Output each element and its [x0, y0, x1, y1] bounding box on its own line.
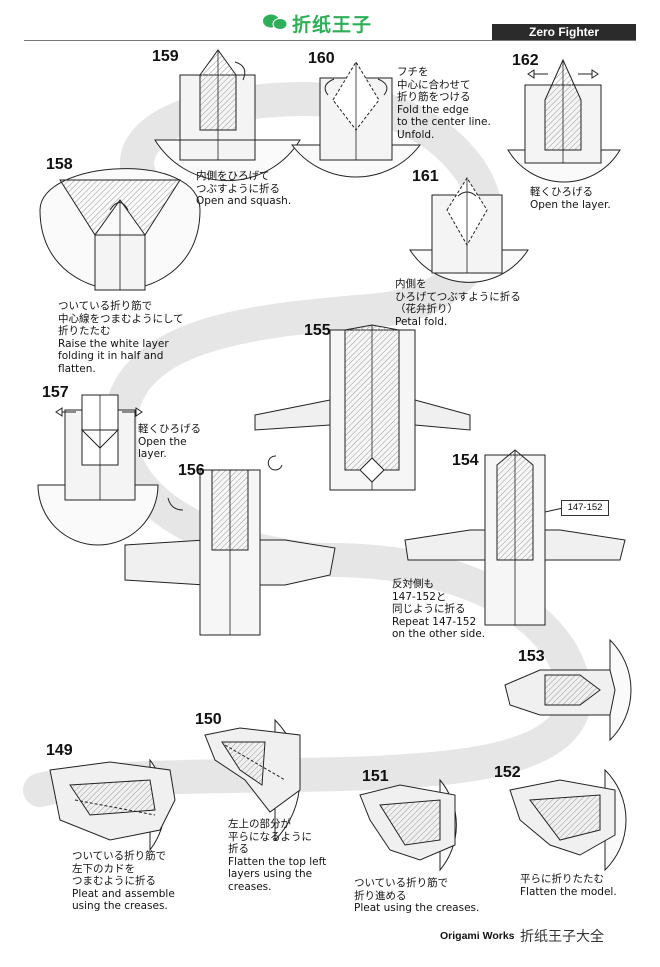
diagram-155: [254, 324, 471, 491]
step-caption: ついている折り筋で 中心線をつまむようにして 折りたたむ Raise the w…: [58, 300, 184, 375]
footer-watermark: 折纸王子大全: [520, 929, 604, 945]
step-number: 158: [46, 156, 73, 173]
header-rule: [24, 40, 636, 41]
diagram-149: [49, 758, 176, 852]
step-number: 150: [195, 711, 222, 728]
step-number: 153: [518, 648, 545, 665]
diagram-162: [507, 58, 621, 183]
diagram-151: [359, 778, 457, 872]
diagram-153: [504, 638, 632, 742]
step-number: 156: [178, 462, 205, 479]
step-number: 149: [46, 742, 73, 759]
step-caption: 軽くひろげる Open the layer.: [530, 186, 611, 211]
footer-text: Origami Works: [440, 930, 515, 942]
watermark-text: 折纸王子: [292, 14, 373, 36]
step-caption: 軽くひろげる Open the layer.: [138, 423, 201, 460]
diagram-150: [204, 718, 301, 842]
step-caption: ついている折り筋で 左下のカドを つまむように折る Pleat and asse…: [72, 850, 175, 912]
reference-box: 147-152: [561, 500, 609, 516]
diagram-156: [124, 469, 336, 636]
step-number: 155: [304, 322, 331, 339]
diagram-160: [290, 61, 422, 178]
diagram-161: [409, 177, 529, 283]
diagram-159: [154, 49, 301, 182]
step-number: 159: [152, 48, 179, 65]
diagram-152: [509, 768, 627, 872]
section-title: Zero Fighter: [492, 24, 636, 41]
step-number: 152: [494, 764, 521, 781]
rotate-arrow-icon: [267, 455, 283, 471]
step-number: 161: [412, 168, 439, 185]
step-number: 160: [308, 50, 335, 67]
wechat-icon: [263, 14, 288, 30]
step-caption: 反対側も 147-152と 同じように折る Repeat 147-152 on …: [392, 578, 486, 640]
diagram-158: [39, 168, 201, 291]
step-number: 154: [452, 452, 479, 469]
step-caption: 内側をひろげて つぶすように折る Open and squash.: [196, 170, 292, 207]
step-caption: 内側を ひろげてつぶすように折る （花弁折り） Petal fold.: [395, 278, 521, 328]
step-number: 157: [42, 384, 69, 401]
step-caption: フチを 中心に合わせて 折り筋をつける Fold the edge to the…: [397, 66, 491, 141]
diagram-157: [37, 394, 159, 546]
step-caption: 左上の部分が 平らになるように 折る Flatten the top left …: [228, 818, 327, 893]
diagram-154: [404, 449, 626, 626]
step-caption: ついている折り筋で 折り進める Pleat using the creases.: [354, 877, 480, 914]
step-number: 162: [512, 52, 539, 69]
step-caption: 平らに折りたたむ Flatten the model.: [520, 873, 617, 898]
step-number: 151: [362, 768, 389, 785]
